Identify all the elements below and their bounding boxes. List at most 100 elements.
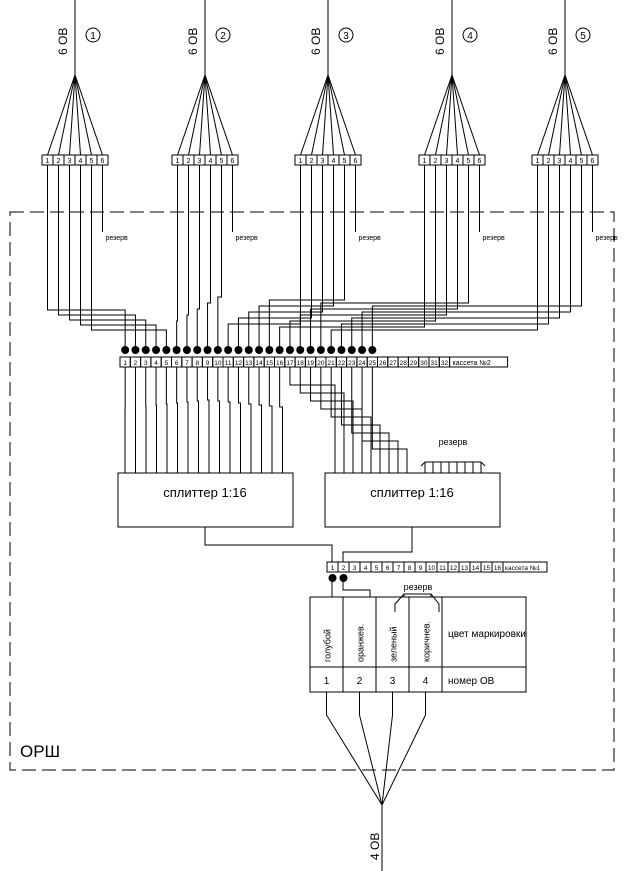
cassette1-cell-number: 3: [353, 565, 357, 572]
fiber-number: 1: [176, 158, 180, 165]
splice-dot: [337, 346, 346, 354]
fiber-line: [289, 165, 436, 350]
fiber-number: 2: [547, 158, 551, 165]
splice-dot: [275, 346, 284, 354]
cassette1-cell-number: 16: [494, 565, 502, 572]
fiber-number: 4: [209, 158, 213, 165]
splice-dot: [203, 346, 212, 354]
fiber-line: [217, 367, 220, 473]
cable-number: 1: [90, 31, 96, 42]
fiber-line: [351, 165, 560, 350]
fiber-line: [248, 165, 323, 350]
fiber-line: [381, 692, 393, 806]
reserve-bracket: [394, 593, 440, 612]
cassette1-label-box: [502, 561, 548, 573]
fiber-line: [310, 367, 354, 473]
table-reserve-label: резерв: [404, 582, 433, 592]
fiber-line: [564, 74, 582, 156]
splice-dot: [224, 346, 233, 354]
splice-dot: [347, 346, 356, 354]
cassette2-cell-number: 27: [389, 360, 397, 367]
splice-dot: [368, 346, 377, 354]
fiber-line: [217, 165, 222, 350]
fiber-line: [204, 74, 233, 156]
fiber-line: [165, 367, 168, 473]
fiber-line: [340, 165, 549, 350]
cassette2-cell-number: 8: [195, 360, 199, 367]
fiber-line: [258, 165, 334, 350]
fiber-line: [548, 74, 566, 156]
cassette2-cell-number: 30: [420, 360, 428, 367]
fiber-line: [186, 367, 189, 473]
cassette2-cell-number: 15: [266, 360, 274, 367]
splitter-label: сплиттер 1:16: [163, 485, 247, 500]
splice-dot: [358, 346, 367, 354]
cable-label: 6 ОВ: [186, 28, 200, 55]
cassette2-cell-number: 26: [379, 360, 387, 367]
fiber-line: [289, 367, 336, 473]
splitter-box: [324, 472, 501, 528]
fiber-line: [176, 165, 178, 350]
cassette2-cell-number: 12: [235, 360, 243, 367]
fiber-line: [300, 74, 329, 156]
cassette2-cell-number: 4: [154, 360, 158, 367]
cable-number-circle: [215, 27, 231, 43]
fiber-line: [237, 165, 312, 350]
cassette1-cell-number: 8: [408, 565, 412, 572]
cassette1-cell-number: 4: [364, 565, 368, 572]
fiber-line: [299, 367, 345, 473]
cable-number-circle: [462, 27, 478, 43]
splice-dot: [141, 346, 150, 354]
fiber-line: [446, 74, 453, 156]
cassette1-cell-number: 10: [428, 565, 436, 572]
fiber-line: [74, 74, 103, 156]
marking-table: [309, 596, 527, 693]
fiber-line: [207, 367, 210, 473]
fiber-number: 6: [231, 158, 235, 165]
cassette1-label: кассета №1: [505, 565, 541, 572]
cassette2-cell-number: 2: [134, 360, 138, 367]
splice-dot: [131, 346, 140, 354]
cassette2-cell-number: 10: [214, 360, 222, 367]
splice-dot: [121, 346, 130, 354]
cassette2-cell-number: 29: [410, 360, 418, 367]
fiber-line: [237, 367, 241, 473]
output-cable-label: 4 ОВ: [368, 833, 382, 860]
splice-dot: [193, 346, 202, 354]
fiber-line: [69, 165, 147, 350]
fiber-line: [559, 74, 566, 156]
cassette2-cell-number: 13: [245, 360, 253, 367]
cassette2-cell-number: 32: [441, 360, 449, 367]
fiber-line: [227, 367, 231, 473]
cassette2-label: кассета №2: [453, 360, 491, 367]
fiber-line: [176, 367, 178, 473]
fiber-line: [74, 74, 81, 156]
splice-dot: [172, 346, 181, 354]
fiber-line: [451, 74, 469, 156]
fiber-line: [327, 74, 334, 156]
fiber-line: [196, 367, 199, 473]
fiber-line: [47, 74, 76, 156]
cassette2-cell-number: 6: [175, 360, 179, 367]
splice-dot: [213, 346, 222, 354]
cassette2-cell-number: 22: [338, 360, 346, 367]
splice-dot: [328, 574, 337, 582]
fiber-line: [196, 165, 200, 350]
cassette1-cell-number: 12: [450, 565, 458, 572]
splice-dot: [182, 346, 191, 354]
splitter-reserve-label: резерв: [439, 437, 468, 447]
fiber-line: [258, 367, 262, 473]
fiber-number: 6: [101, 158, 105, 165]
cassette2-cell-number: 1: [123, 360, 127, 367]
cassette1-cell-number: 2: [342, 565, 346, 572]
fiber-line: [424, 74, 453, 156]
fiber-number: 5: [343, 158, 347, 165]
fiber-line: [58, 165, 136, 350]
cassette1-cell-number: 1: [331, 565, 335, 572]
fiber-line: [351, 367, 390, 473]
cabinet-label: ОРШ: [20, 742, 60, 761]
cassette2-cell-number: 9: [206, 360, 210, 367]
fiber-number: 2: [57, 158, 61, 165]
cable-number-circle: [85, 27, 101, 43]
fiber-line: [320, 165, 469, 350]
